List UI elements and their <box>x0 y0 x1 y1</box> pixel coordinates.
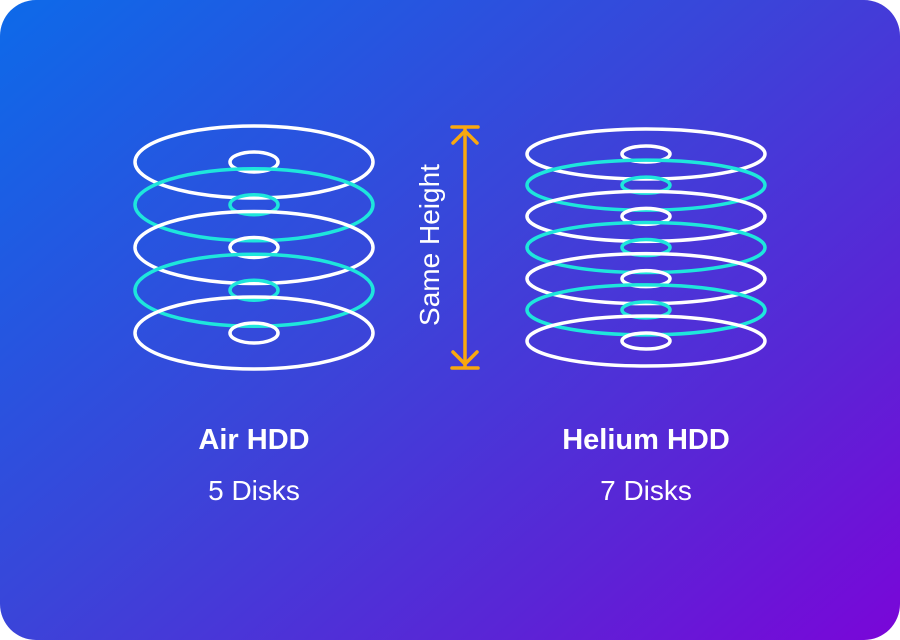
disk <box>525 283 767 337</box>
air-hdd-disk-stack <box>133 124 375 371</box>
disk-hub <box>620 144 672 164</box>
disk-platter <box>133 124 375 200</box>
disk-hub <box>228 235 280 260</box>
disk <box>525 189 767 244</box>
disk-platter <box>525 283 767 337</box>
disk <box>525 127 767 181</box>
disk-platter <box>133 167 375 243</box>
same-height-label: Same Height <box>414 164 445 326</box>
disk-hub <box>228 193 280 217</box>
disk-platter <box>133 252 375 328</box>
disk-hub <box>620 268 672 289</box>
same-height-arrow-icon <box>450 125 480 370</box>
air-hdd-disk-count: 5 Disks <box>208 475 300 506</box>
helium-hdd-title: Helium HDD <box>562 424 730 456</box>
helium-hdd-disk-count: 7 Disks <box>600 475 692 506</box>
disk-hub <box>620 300 672 320</box>
disk <box>133 124 375 200</box>
disk <box>133 252 375 328</box>
disk <box>525 220 767 275</box>
disk-platter <box>525 127 767 181</box>
disk-platter <box>525 251 767 306</box>
disk <box>525 158 767 212</box>
disk-hub <box>228 150 280 174</box>
disk-hub <box>620 237 672 258</box>
disk-platter <box>133 295 375 371</box>
disk-platter <box>525 220 767 275</box>
disk-hub <box>620 175 672 195</box>
disk-platter <box>525 158 767 212</box>
disk-platter <box>133 209 375 286</box>
disk <box>525 251 767 306</box>
disk-hub <box>620 206 672 227</box>
disk-platter <box>525 314 767 368</box>
disk-hub <box>620 331 672 351</box>
air-hdd-title: Air HDD <box>198 424 310 456</box>
disk <box>133 209 375 286</box>
disk <box>133 167 375 243</box>
disk-platter <box>525 189 767 244</box>
disk <box>133 295 375 371</box>
disk <box>525 314 767 368</box>
helium-hdd-disk-stack <box>525 127 767 368</box>
disk-hub <box>228 321 280 345</box>
disk-hub <box>228 278 280 302</box>
